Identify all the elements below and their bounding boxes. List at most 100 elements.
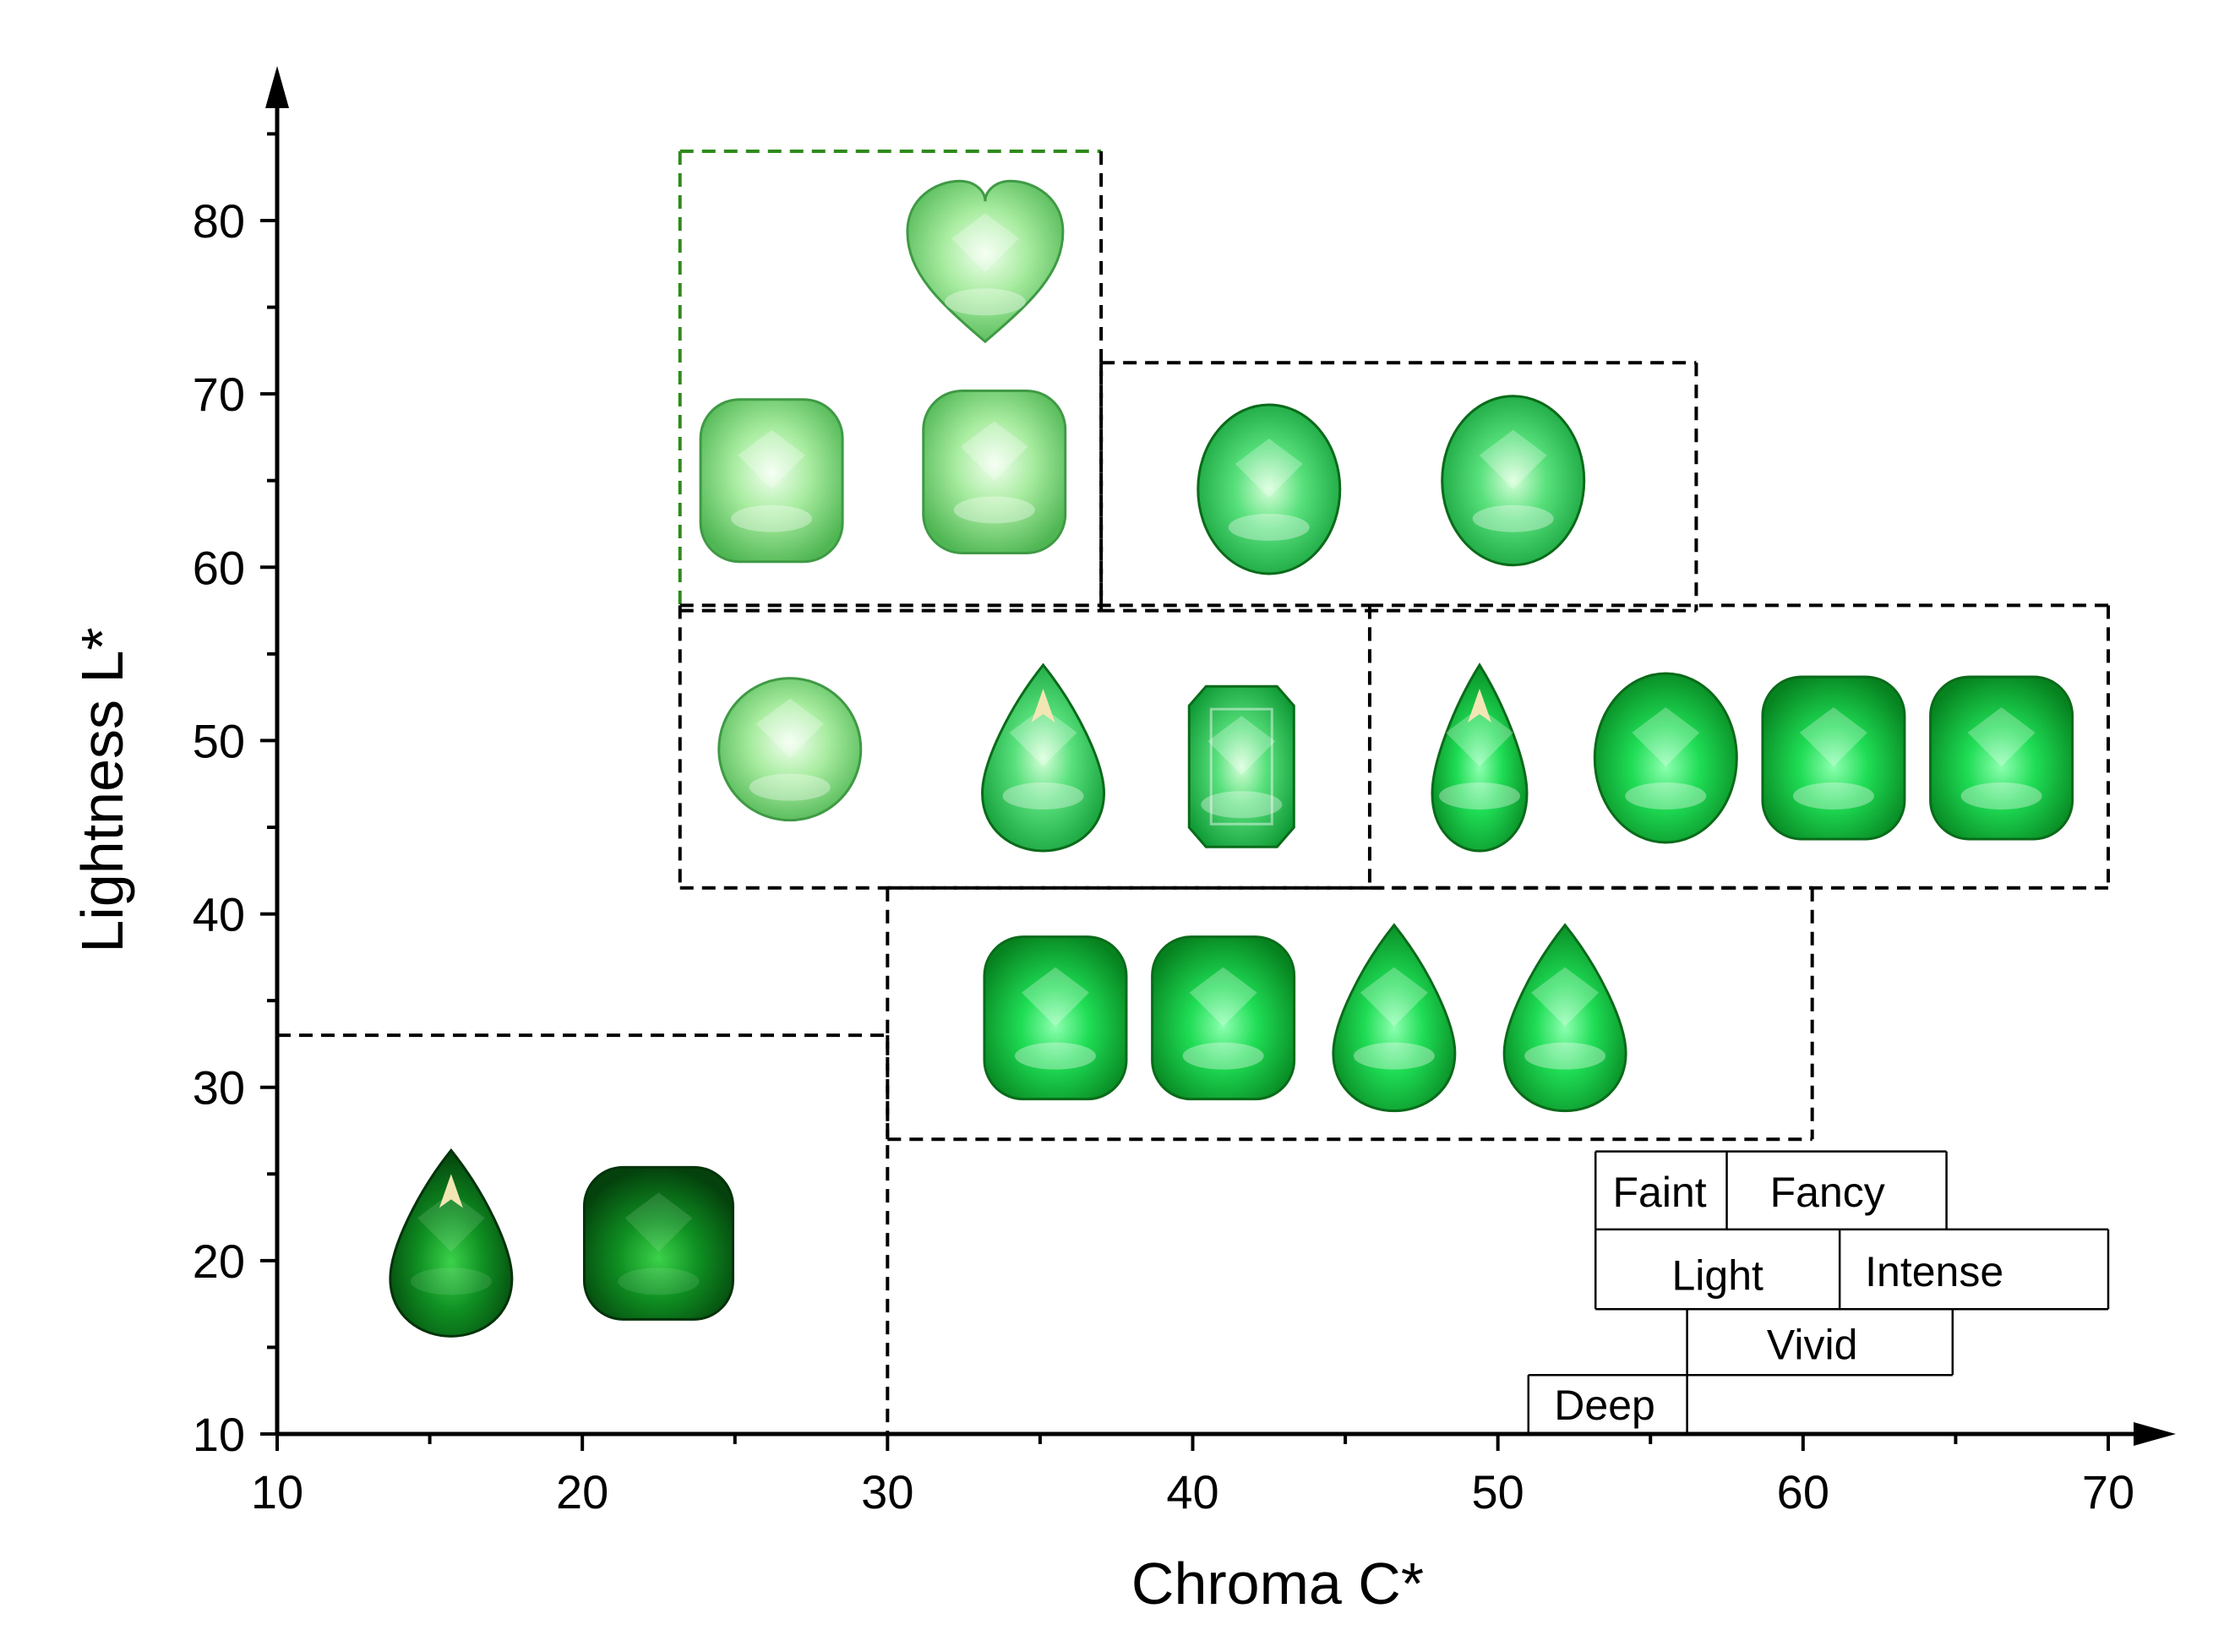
gem-reflection	[1472, 504, 1554, 532]
gem-facet-highlight	[1479, 429, 1547, 489]
gem-cushion-1	[699, 398, 844, 564]
gem-body	[1441, 395, 1586, 567]
gem-cushion-13	[1151, 935, 1296, 1101]
gem-table-sparkle	[439, 1174, 463, 1208]
category-label-deep: Deep	[1554, 1382, 1655, 1429]
gem-facet-highlight	[951, 213, 1019, 273]
gem-reflection	[1228, 513, 1310, 541]
gem-cushion-17	[582, 1165, 734, 1321]
x-axis-arrow	[2134, 1422, 2176, 1446]
gem-facet-highlight	[755, 698, 824, 758]
gem-reflection	[953, 496, 1035, 524]
gem-reflection	[1014, 1042, 1096, 1070]
x-tick-label-40: 40	[1166, 1465, 1218, 1518]
gem-body	[1502, 923, 1627, 1113]
y-axis-arrow	[265, 66, 289, 108]
gem-round-5	[717, 677, 863, 822]
x-tick-label-70: 70	[2082, 1465, 2134, 1518]
y-tick-label-10: 10	[193, 1408, 245, 1461]
x-tick-label-20: 20	[556, 1465, 608, 1518]
y-tick-label-30: 30	[193, 1061, 245, 1115]
gem-facet-highlight	[1021, 967, 1089, 1027]
gem-reflection	[1201, 791, 1283, 819]
gem-reflection	[944, 288, 1026, 316]
gem-body	[1187, 684, 1295, 848]
gem-facet-highlight	[417, 1192, 485, 1252]
gem-markers	[389, 179, 2074, 1338]
gem-oval-9	[1593, 672, 1738, 844]
y-tick-label-70: 70	[193, 368, 245, 421]
gem-pear-8	[1431, 662, 1529, 853]
gem-reflection	[618, 1268, 700, 1295]
gem-facet-highlight	[1445, 706, 1513, 766]
category-label-fancy: Fancy	[1770, 1169, 1885, 1216]
y-tick-label-80: 80	[193, 194, 245, 248]
x-tick-label-50: 50	[1472, 1465, 1524, 1518]
y-axis-title: Lightness L*	[69, 627, 135, 952]
gem-cushion-11	[1929, 675, 2074, 841]
x-tick-label-30: 30	[861, 1465, 913, 1518]
gem-table-sparkle	[1467, 688, 1491, 722]
gem-body	[389, 1148, 514, 1338]
gem-table-sparkle	[1031, 688, 1055, 722]
gem-facet-highlight	[1235, 438, 1303, 498]
category-label-faint: Faint	[1612, 1169, 1706, 1216]
gem-emerald-7	[1187, 684, 1295, 848]
gem-reflection	[1625, 782, 1707, 810]
gem-reflection	[1182, 1042, 1264, 1070]
gem-oval-4	[1441, 395, 1586, 567]
gem-facet-highlight	[1967, 706, 2036, 766]
category-label-light: Light	[1671, 1251, 1763, 1299]
y-tick-label-40: 40	[193, 888, 245, 941]
gem-cushion-10	[1761, 675, 1906, 841]
gem-facet-highlight	[1531, 967, 1600, 1027]
gem-facet-highlight	[1632, 706, 1700, 766]
category-label-vivid: Vivid	[1767, 1321, 1857, 1368]
gem-facet-highlight	[738, 429, 806, 489]
category-label-intense: Intense	[1865, 1248, 2003, 1295]
gem-body	[582, 1165, 734, 1321]
gem-body	[922, 389, 1067, 554]
gem-body	[1196, 403, 1342, 575]
gem-step-facet	[1209, 707, 1273, 826]
gem-cushion-12	[983, 935, 1128, 1101]
gem-body	[1332, 923, 1457, 1113]
gem-body	[1151, 935, 1296, 1101]
gem-facet-highlight	[1189, 967, 1257, 1027]
gem-reflection	[410, 1268, 492, 1295]
gem-reflection	[1792, 782, 1874, 810]
gem-facet-highlight	[1207, 716, 1276, 776]
gem-body	[699, 398, 844, 564]
gem-facet-highlight	[1799, 706, 1867, 766]
y-tick-label-20: 20	[193, 1235, 245, 1288]
gem-body	[717, 677, 863, 822]
gem-reflection	[731, 504, 813, 532]
gem-reflection	[749, 773, 831, 801]
gem-heart-0	[906, 179, 1065, 344]
gem-oval-3	[1196, 403, 1342, 575]
gem-pear-16	[389, 1148, 514, 1338]
gem-facet-highlight	[960, 421, 1028, 481]
gem-body	[1761, 675, 1906, 841]
gem-reflection	[1960, 782, 2042, 810]
gem-pear-15	[1502, 923, 1627, 1113]
gem-reflection	[1353, 1042, 1435, 1070]
gem-body	[906, 179, 1065, 344]
gem-facet-highlight	[1009, 706, 1077, 766]
x-tick-label-60: 60	[1777, 1465, 1829, 1518]
x-axis-title: Chroma C*	[1131, 1551, 1424, 1617]
gem-pear-6	[981, 662, 1106, 853]
gem-body	[1431, 662, 1529, 853]
x-tick-label-10: 10	[251, 1465, 303, 1518]
gem-body	[1929, 675, 2074, 841]
y-tick-label-60: 60	[193, 541, 245, 594]
gem-reflection	[1002, 782, 1084, 810]
gem-reflection	[1524, 1042, 1606, 1070]
gem-facet-highlight	[624, 1192, 693, 1252]
gem-facet-highlight	[1360, 967, 1428, 1027]
gem-cushion-2	[922, 389, 1067, 554]
region-boxes	[277, 149, 2110, 1434]
